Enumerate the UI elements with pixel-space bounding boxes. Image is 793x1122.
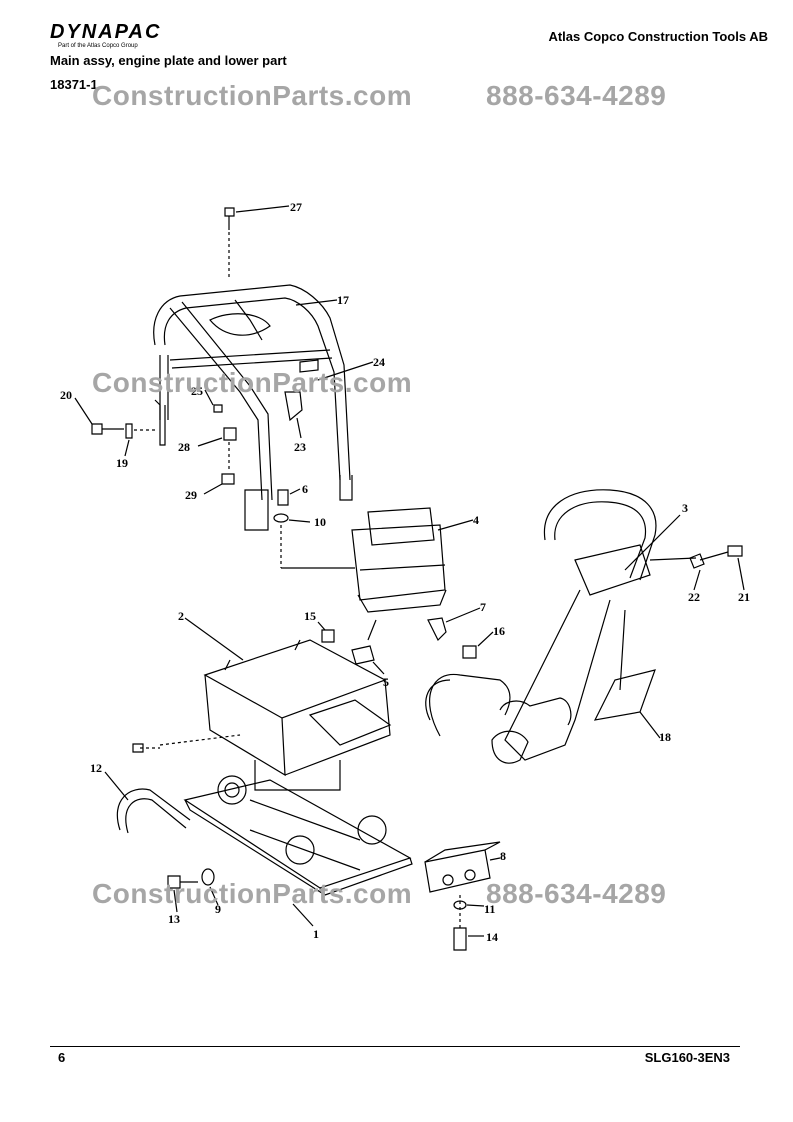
brand-logo: DYNAPAC (50, 21, 162, 43)
callout-6: 6 (302, 482, 308, 496)
callout-8: 8 (500, 849, 506, 863)
callout-13: 13 (168, 912, 180, 926)
company-name: Atlas Copco Construction Tools AB (548, 29, 768, 44)
callout-7: 7 (480, 600, 486, 614)
callout-4: 4 (473, 513, 479, 527)
callout-24: 24 (373, 355, 385, 369)
callout-15: 15 (304, 609, 316, 623)
callout-27: 27 (290, 200, 302, 214)
callout-1: 1 (313, 927, 319, 941)
watermark-phone: 888-634-4289 (486, 878, 667, 909)
callout-25: 25 (191, 384, 203, 398)
callout-2: 2 (178, 609, 184, 623)
footer-document-code: SLG160-3EN3 (644, 1050, 730, 1065)
watermark-phone: 888-634-4289 (486, 80, 667, 111)
callout-21: 21 (738, 590, 750, 604)
watermark-site: ConstructionParts.com (92, 367, 413, 398)
callout-20: 20 (60, 388, 72, 402)
watermark-site: ConstructionParts.com (92, 878, 413, 909)
callout-3: 3 (682, 501, 688, 515)
callout-11: 11 (484, 902, 495, 916)
callout-19: 19 (116, 456, 128, 470)
callout-5: 5 (383, 675, 389, 689)
document-number: 18371-1 (50, 77, 98, 92)
page-title: Main assy, engine plate and lower part (50, 53, 287, 68)
callout-17: 17 (337, 293, 349, 307)
callout-14: 14 (486, 930, 498, 944)
footer-divider (50, 1046, 740, 1047)
brand-tagline: Part of the Atlas Copco Group (58, 43, 138, 49)
callout-29: 29 (185, 488, 197, 502)
callout-9: 9 (215, 902, 221, 916)
callout-28: 28 (178, 440, 190, 454)
callout-22: 22 (688, 590, 700, 604)
watermark-site: ConstructionParts.com (92, 80, 413, 111)
callout-18: 18 (659, 730, 671, 744)
page-number: 6 (58, 1050, 66, 1065)
callout-10: 10 (314, 515, 326, 529)
callout-23: 23 (294, 440, 306, 454)
callout-12: 12 (90, 761, 102, 775)
callout-16: 16 (493, 624, 505, 638)
